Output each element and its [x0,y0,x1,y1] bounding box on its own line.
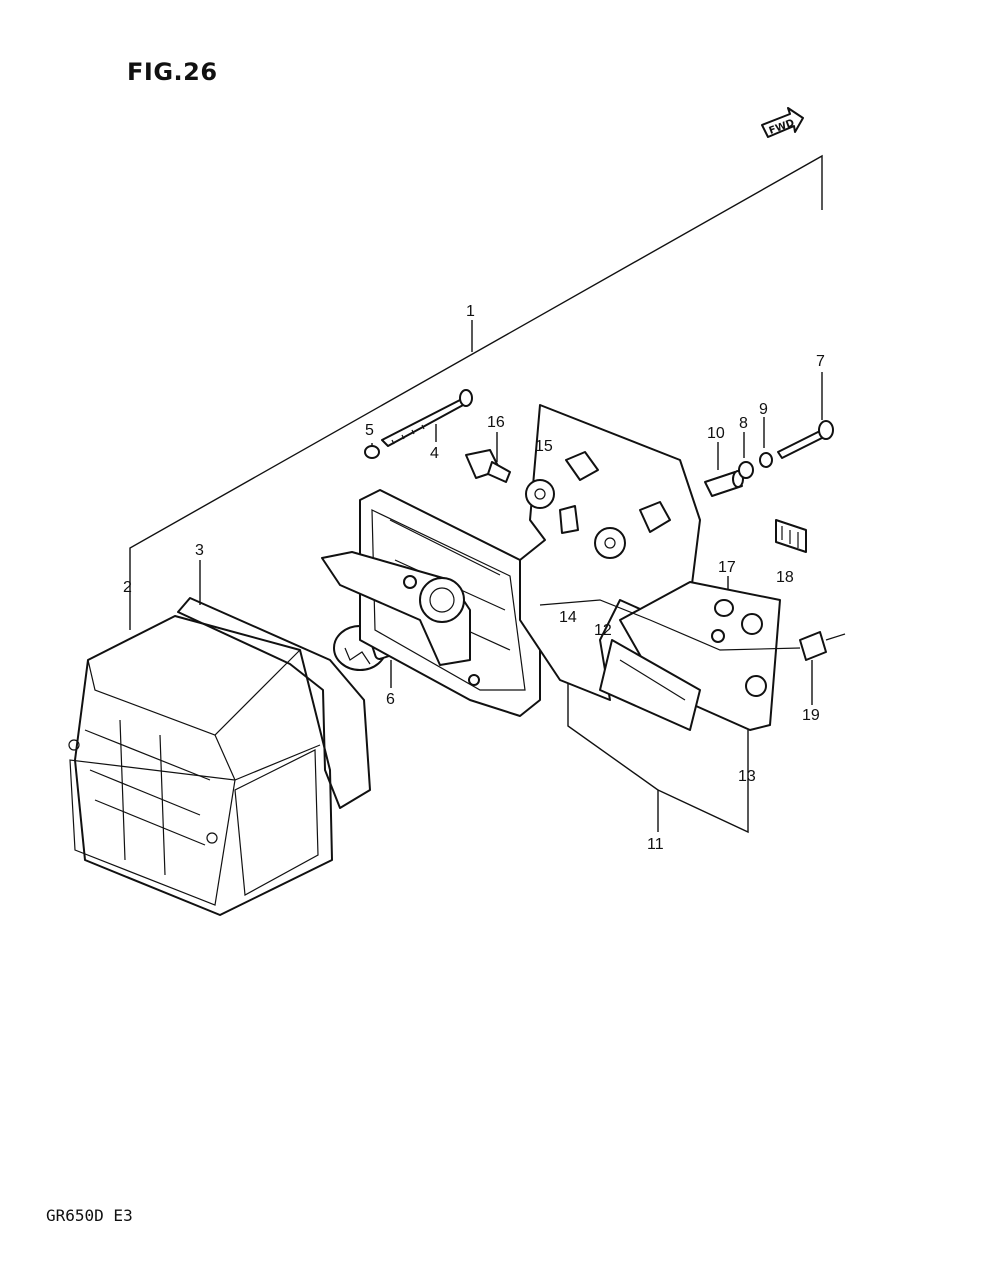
callout-13: 13 [738,768,756,785]
callout-17: 17 [718,559,736,576]
figure-title: FIG.26 [127,58,218,86]
callout-15: 15 [535,438,553,455]
spacer-10 [704,470,744,497]
callout-5: 5 [365,422,374,439]
callout-18: 18 [776,569,794,586]
rear-bracket [519,404,701,701]
model-code: GR650D E3 [46,1206,133,1225]
nut-5 [364,445,380,459]
callout-2: 2 [123,579,132,596]
lamp-housing [321,489,541,717]
callout-19: 19 [802,707,820,724]
grommet-19 [539,599,846,661]
callout-6: 6 [386,691,395,708]
callout-10: 10 [707,425,725,442]
callout-8: 8 [739,415,748,432]
bolt-16 [465,449,511,483]
screw-7 [777,420,834,459]
callout-1: 1 [466,303,475,320]
callout-16: 16 [487,414,505,431]
callout-12: 12 [594,622,612,639]
callout-11: 11 [647,836,664,853]
fwd-arrow-icon: FWD [761,107,804,138]
callout-7: 7 [816,353,825,370]
clip-18 [775,519,807,553]
plate-bracket [599,581,781,731]
washer-9 [759,452,773,468]
washer-8 [738,461,754,479]
callout-9: 9 [759,401,768,418]
callout-3: 3 [195,542,204,559]
callout-4: 4 [430,445,439,462]
tail-lens [68,615,333,916]
lens-gasket [177,597,371,809]
callout-labels: 1 2 3 4 5 6 7 8 9 10 11 12 13 14 15 16 1… [123,303,825,853]
callout-14: 14 [559,609,577,626]
long-screw [381,389,473,447]
nut-17 [714,599,734,617]
